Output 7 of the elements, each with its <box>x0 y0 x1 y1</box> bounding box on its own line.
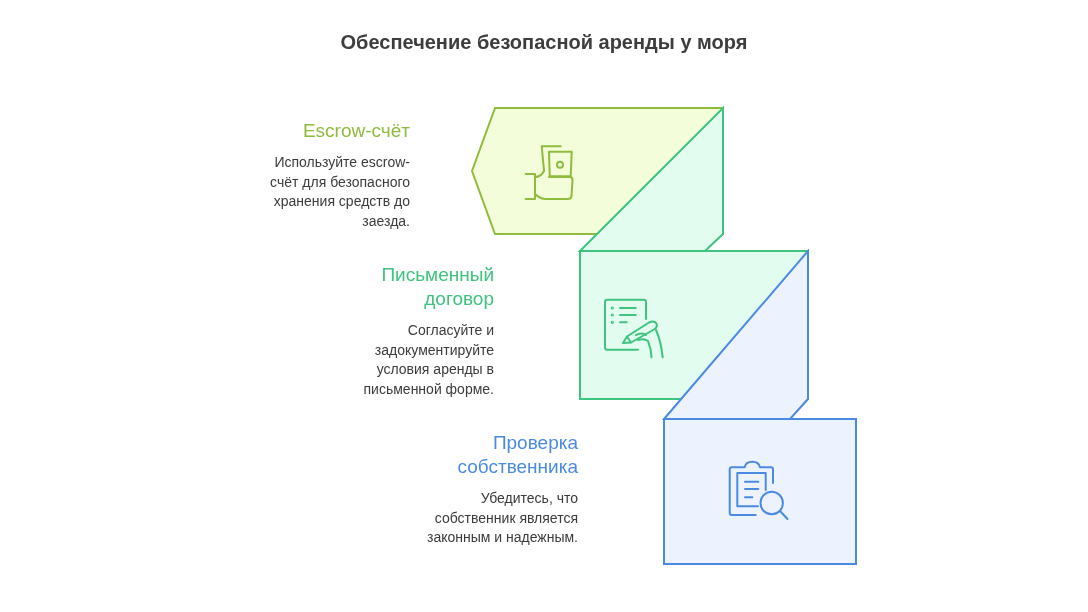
step-description: Используйте escrow-счёт для безопасного хранения средств до заезда. <box>269 153 410 231</box>
step-heading: Escrow-счёт <box>302 119 410 143</box>
step-description: Убедитесь, что собственник является законным и надежным. <box>426 489 578 547</box>
step-description: Согласуйте и задокументируйте условия аренды в письменной форме. <box>362 321 494 399</box>
step-heading: Письменный договор <box>380 263 494 311</box>
step-heading: Проверка собственника <box>456 431 578 479</box>
diagram-title: Обеспечение безопасной аренды у моря <box>340 30 748 55</box>
